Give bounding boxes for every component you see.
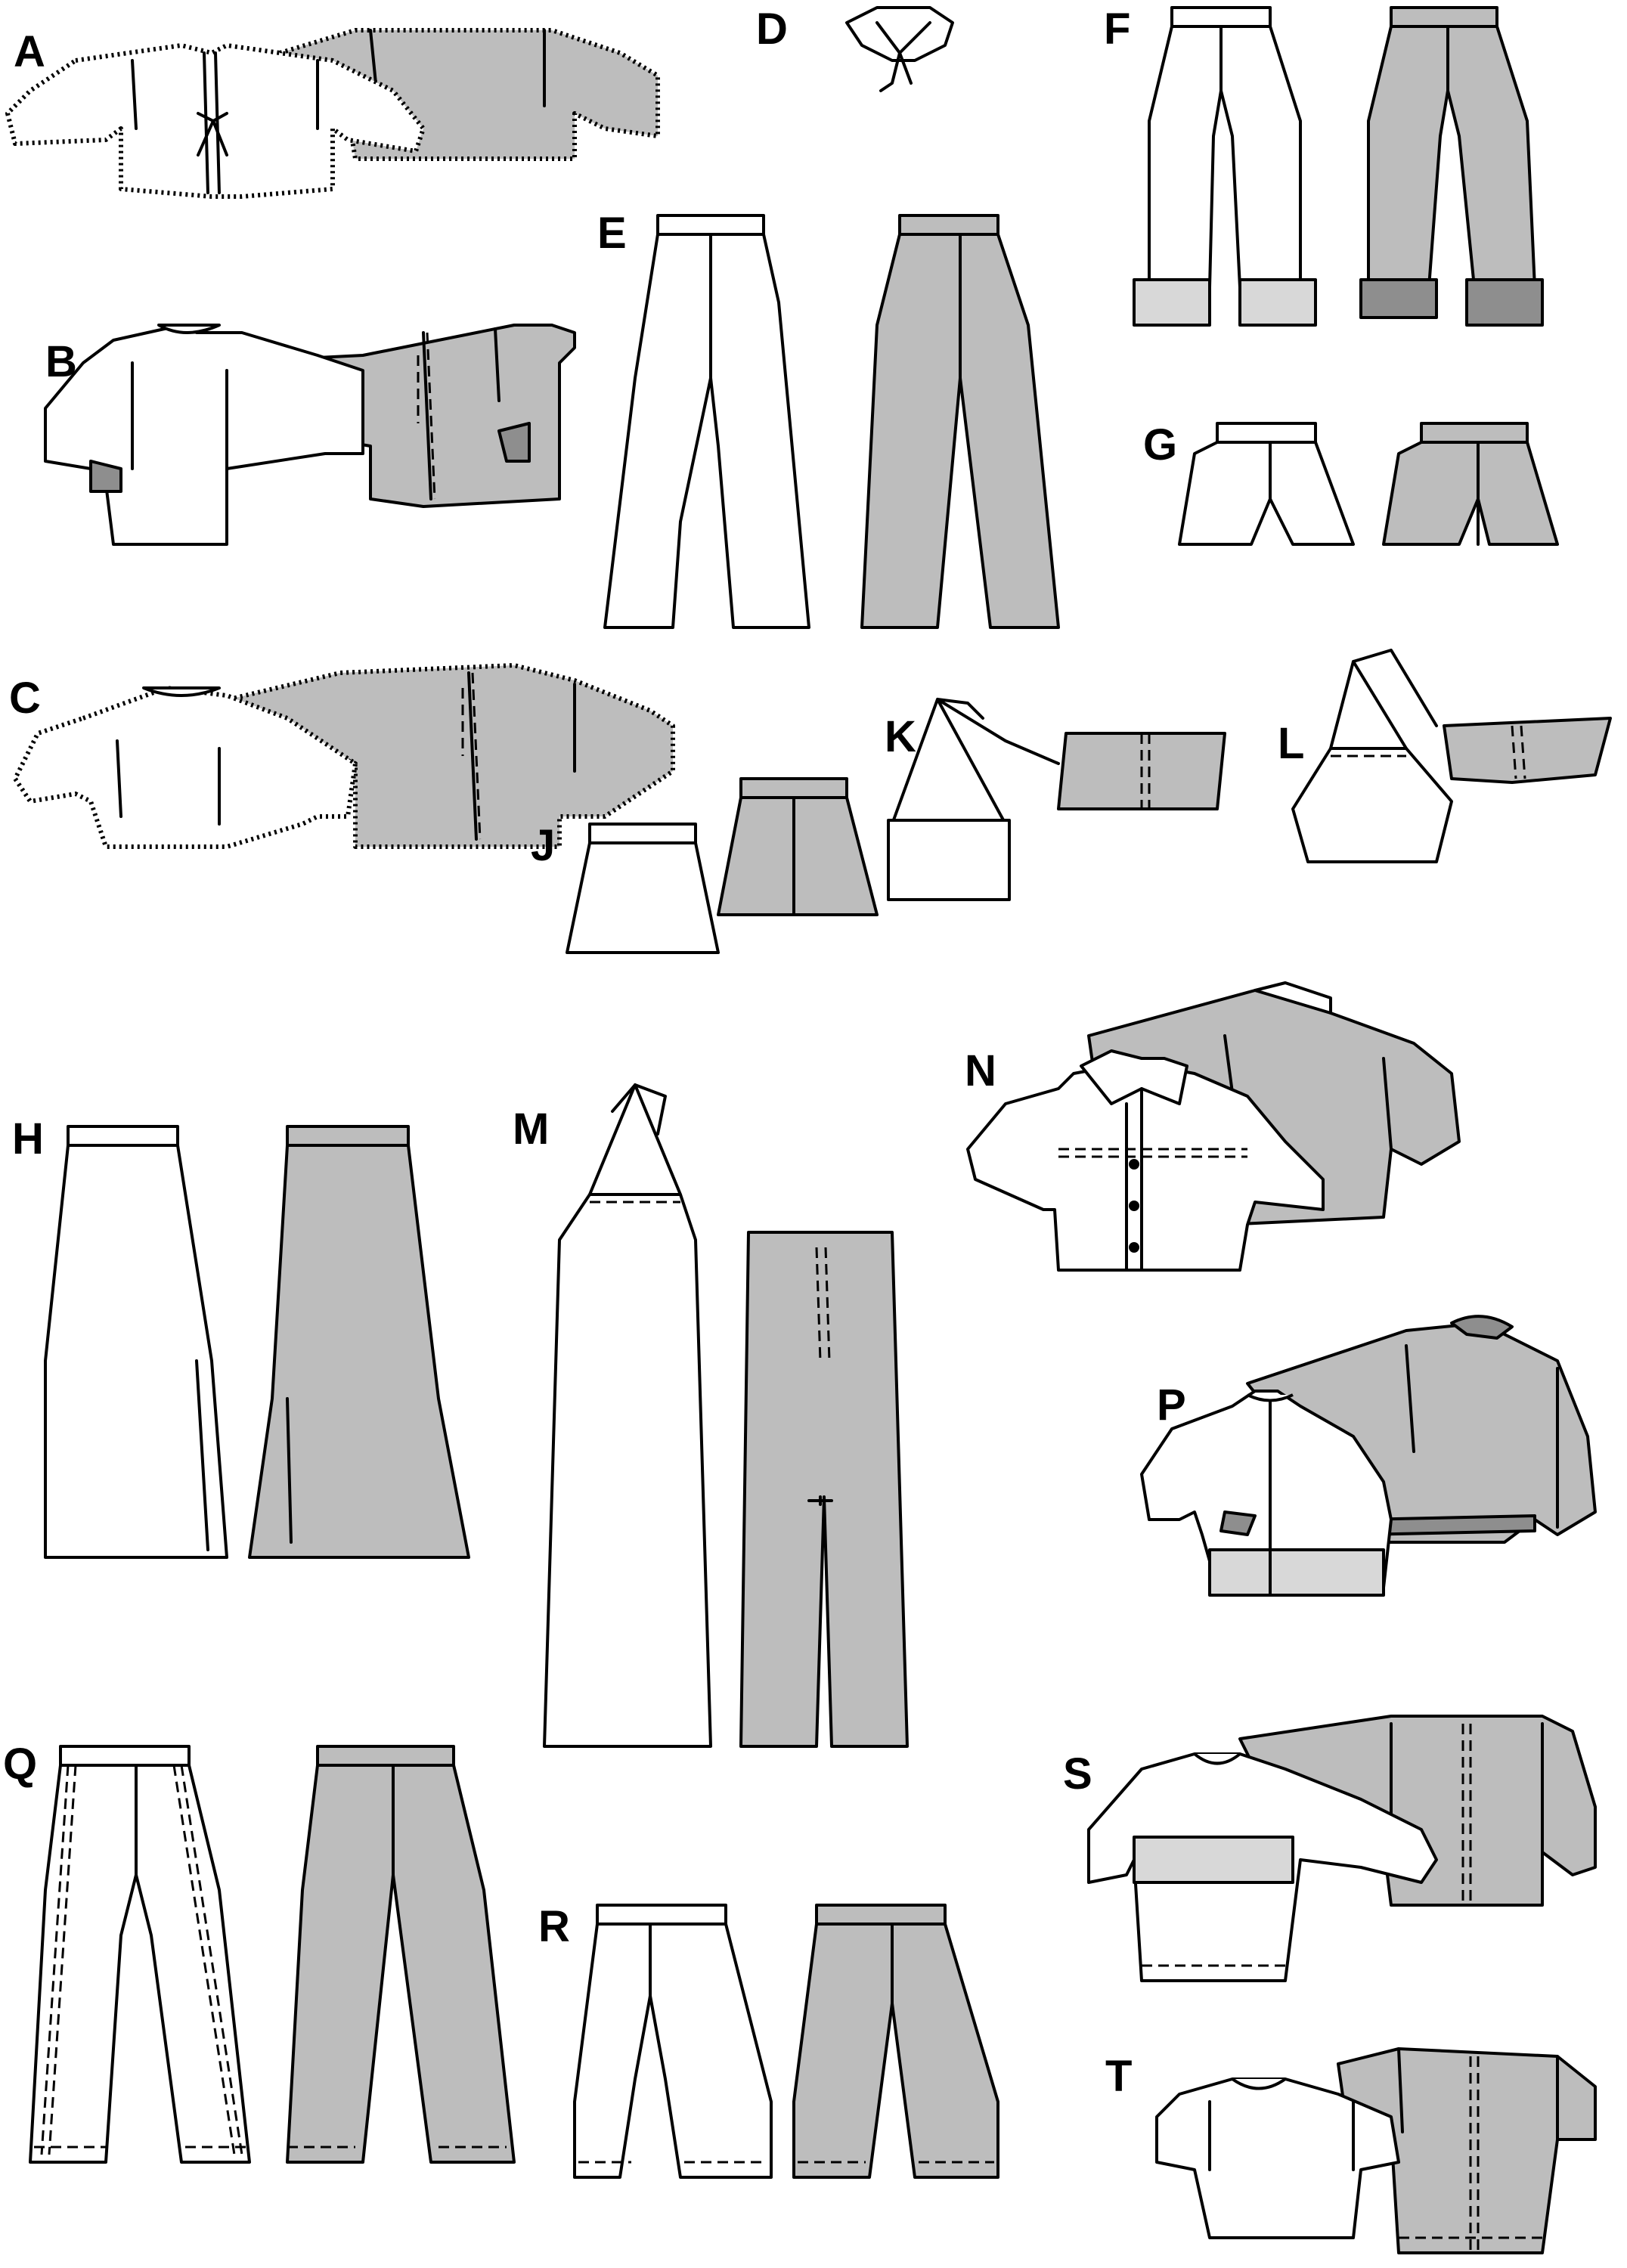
garment-n-front xyxy=(966,1049,1325,1272)
garment-m-back xyxy=(739,1231,909,1748)
label-r: R xyxy=(538,1902,570,1951)
label-s: S xyxy=(1063,1749,1092,1799)
garment-t-back xyxy=(1337,2047,1597,2254)
garment-d xyxy=(845,6,954,92)
garment-f-front xyxy=(1133,6,1317,327)
garment-b-front xyxy=(44,324,364,546)
garment-k-front xyxy=(887,698,1060,901)
garment-e-back xyxy=(860,214,1060,629)
garment-g-back xyxy=(1382,422,1559,546)
garment-a-front xyxy=(5,43,426,199)
garment-r-front xyxy=(573,1904,773,2179)
garment-e-front xyxy=(603,214,810,629)
label-a: A xyxy=(14,27,45,76)
garment-j-back xyxy=(717,777,879,916)
label-b: B xyxy=(45,337,77,386)
garment-l-back xyxy=(1443,717,1612,784)
garment-f-back xyxy=(1359,6,1544,327)
garment-h-front xyxy=(44,1125,228,1559)
garment-h-back xyxy=(248,1125,470,1559)
label-k: K xyxy=(885,712,916,761)
garment-t-front xyxy=(1155,2077,1400,2239)
garment-p-front xyxy=(1140,1390,1393,1597)
garment-s-front xyxy=(1087,1752,1438,1982)
label-m: M xyxy=(513,1105,550,1154)
garment-c-front xyxy=(13,686,358,849)
label-h: H xyxy=(12,1114,44,1163)
label-t: T xyxy=(1105,2052,1133,2101)
garment-m-front xyxy=(543,1083,712,1748)
label-e: E xyxy=(597,209,627,258)
garment-k-back xyxy=(1057,732,1226,810)
label-p: P xyxy=(1157,1380,1186,1430)
garment-q-back xyxy=(286,1745,516,2164)
garment-j-front xyxy=(566,823,720,954)
label-f: F xyxy=(1104,5,1131,54)
garment-c-back xyxy=(179,663,675,849)
garment-r-back xyxy=(792,1904,999,2179)
label-l: L xyxy=(1278,719,1305,768)
label-q: Q xyxy=(3,1740,38,1789)
label-n: N xyxy=(965,1046,996,1095)
label-c: C xyxy=(9,674,41,723)
label-j: J xyxy=(531,821,556,870)
garment-l-front xyxy=(1291,649,1453,863)
garment-q-front xyxy=(29,1745,251,2164)
label-d: D xyxy=(756,5,788,54)
label-g: G xyxy=(1143,420,1178,469)
garment-g-front xyxy=(1178,422,1355,546)
